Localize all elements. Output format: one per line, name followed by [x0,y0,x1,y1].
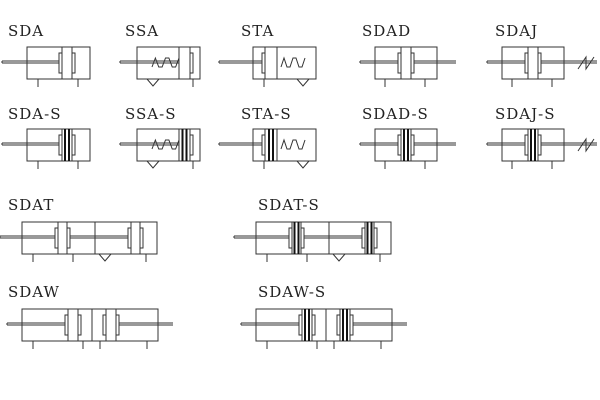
sensor-triangle-icon [332,253,346,262]
label-sda: SDA [8,22,44,40]
symbol-sta [218,46,317,87]
symbol-sdaw [6,308,173,349]
label-sdaw-s: SDAW-S [258,283,326,301]
sensor-triangle-icon [296,78,310,87]
symbol-sdaw-s [240,308,407,349]
label-sdaj-s: SDAJ-S [495,105,556,123]
piston-seal [311,314,316,336]
symbol-sdat [0,221,158,262]
break-mark-icon [577,137,595,153]
piston-seal [288,227,293,249]
piston-seal [261,134,266,156]
symbol-sta-s [218,128,317,169]
piston-seal [261,52,266,74]
piston-seal [58,52,63,74]
piston-seal [71,52,76,74]
piston-seal [127,227,132,249]
symbol-sdaj [486,46,597,87]
symbol-sdad-s [359,128,456,169]
piston-seal [64,314,69,336]
piston-seal [77,314,82,336]
piston-seal [410,52,415,74]
piston-seal [102,314,107,336]
spring-icon [151,56,180,68]
label-sda-s: SDA-S [8,105,61,123]
label-sdat-s: SDAT-S [258,196,320,214]
label-sdaw: SDAW [8,283,60,301]
label-sdad: SDAD [362,22,411,40]
label-sta-s: STA-S [241,105,292,123]
symbol-sda [1,46,91,87]
piston-seal [189,52,194,74]
sensor-triangle-icon [98,253,112,262]
piston-seal [537,52,542,74]
sensor-triangle-icon [146,160,160,169]
symbol-ssa [119,46,201,87]
symbol-ssa-s [119,128,201,169]
piston-seal [336,314,341,336]
piston-seal [71,134,76,156]
piston-seal [58,134,63,156]
piston-seal [410,134,415,156]
label-ssa-s: SSA-S [125,105,176,123]
piston-seal [537,134,542,156]
symbol-sdad [359,46,456,87]
piston-seal [361,227,366,249]
label-sdaj: SDAJ [495,22,538,40]
symbol-sda-s [1,128,91,169]
label-ssa: SSA [125,22,159,40]
label-sdad-s: SDAD-S [362,105,429,123]
piston-seal [54,227,59,249]
label-sta: STA [241,22,274,40]
piston-seal [397,134,402,156]
piston-seal [139,227,144,249]
piston-seal [397,52,402,74]
symbol-sdaj-s [486,128,597,169]
piston-seal [524,52,529,74]
piston-seal [524,134,529,156]
piston-seal [298,314,303,336]
spring-icon [151,138,180,150]
sensor-triangle-icon [296,160,310,169]
spring-icon [280,138,306,150]
break-mark-icon [577,55,595,71]
spring-icon [280,56,306,68]
piston-seal [373,227,378,249]
symbol-sdat-s [233,221,392,262]
piston-seal [189,134,194,156]
sensor-triangle-icon [146,78,160,87]
label-sdat: SDAT [8,196,54,214]
